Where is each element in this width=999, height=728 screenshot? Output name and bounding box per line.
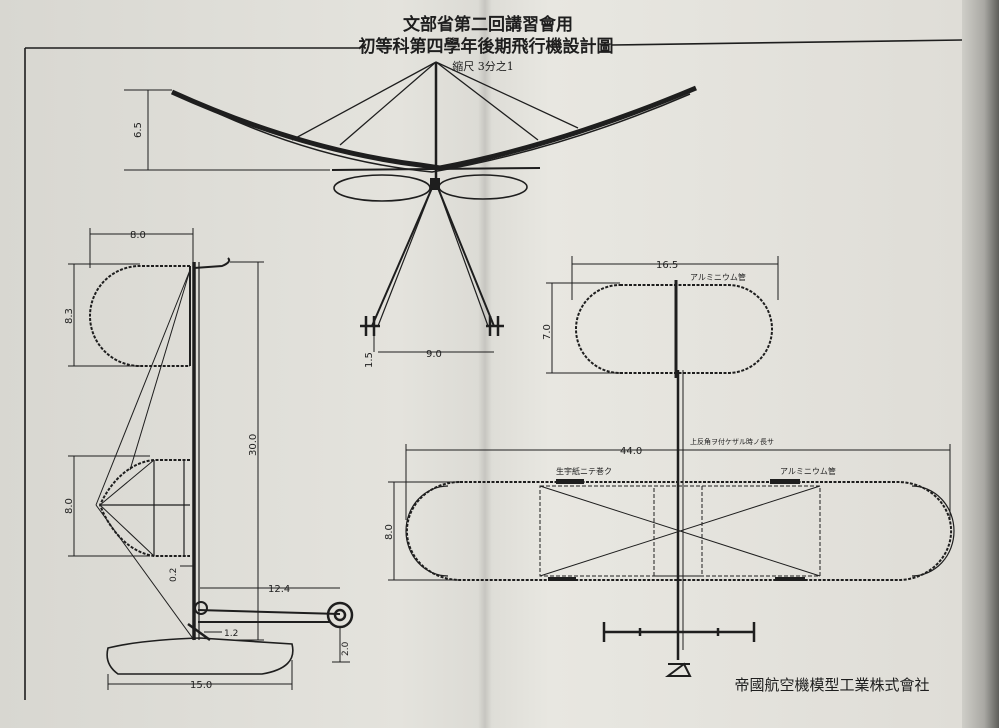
propeller-left: [333, 174, 431, 202]
side-dim-length-label: 30.0: [248, 434, 259, 456]
side-skid: [106, 637, 294, 675]
paper-edge: [962, 0, 999, 728]
drawing-border: [24, 39, 963, 700]
side-wheel: [326, 601, 354, 629]
top-dim-wing-span-label: 44.0: [620, 446, 642, 457]
side-landing-gear: [194, 601, 341, 623]
side-elevator: [89, 265, 190, 367]
front-wing: [170, 85, 697, 171]
top-elevator: [575, 284, 773, 374]
front-dim-height: [124, 89, 330, 171]
label-aluminium-wing: アルミニウム管: [780, 466, 836, 476]
side-wing: [98, 459, 190, 557]
top-dim-elevator-span-label: 16.5: [656, 260, 678, 271]
title-line-1: 文部省第二回講習會用: [403, 14, 573, 35]
side-view: 8.0 8.3 8.0 30.0 0.2 12.4 1.2: [64, 228, 354, 691]
top-wing: [405, 481, 953, 581]
scale-label: 縮尺 3分之1: [452, 59, 514, 73]
label-paper-wrap: 生宇紙ニテ巻ク: [556, 466, 612, 476]
side-dim-wheel-drop-label: 2.0: [341, 641, 351, 656]
label-dihedral-note: 上反角ヲ付ケザル時ノ長サ: [690, 437, 774, 446]
side-dim-elevator-height-label: 8.3: [64, 308, 75, 324]
top-propeller: [665, 662, 692, 677]
top-view: 16.5 7.0 44.0 8.0 アルミニウム管 アルミニウム管 生宇紙ニテ巻…: [384, 256, 955, 677]
title-line-2: 初等科第四學年後期飛行機設計圖: [359, 36, 614, 57]
side-dim-gap-label: 0.2: [169, 568, 179, 582]
front-view: 6.5 1.5 9.0: [124, 61, 697, 368]
label-aluminium-elevator: アルミニウム管: [690, 272, 746, 282]
side-dim-elevator-width-label: 8.0: [130, 230, 146, 241]
front-dim-track-label: 9.0: [426, 349, 442, 360]
publisher-name: 帝國航空機模型工業株式會社: [734, 676, 929, 694]
front-wheel-right: [486, 316, 504, 336]
side-dim-wing-height-label: 8.0: [64, 498, 75, 514]
side-dim-skid-label: 1.2: [224, 629, 238, 639]
paper-fold: [478, 0, 492, 728]
top-dim-elevator-chord-label: 7.0: [542, 324, 553, 340]
front-wheel-left: [360, 316, 380, 336]
propeller-right: [438, 174, 528, 200]
top-dim-wing-chord-label: 8.0: [384, 524, 395, 540]
side-dim-wheel-offset-label: 12.4: [268, 584, 290, 595]
front-dim-height-label: 6.5: [133, 122, 144, 138]
top-landing-gear: [602, 622, 756, 642]
front-dim-wheel-label: 1.5: [364, 352, 375, 368]
side-dim-base-label: 15.0: [190, 680, 212, 691]
